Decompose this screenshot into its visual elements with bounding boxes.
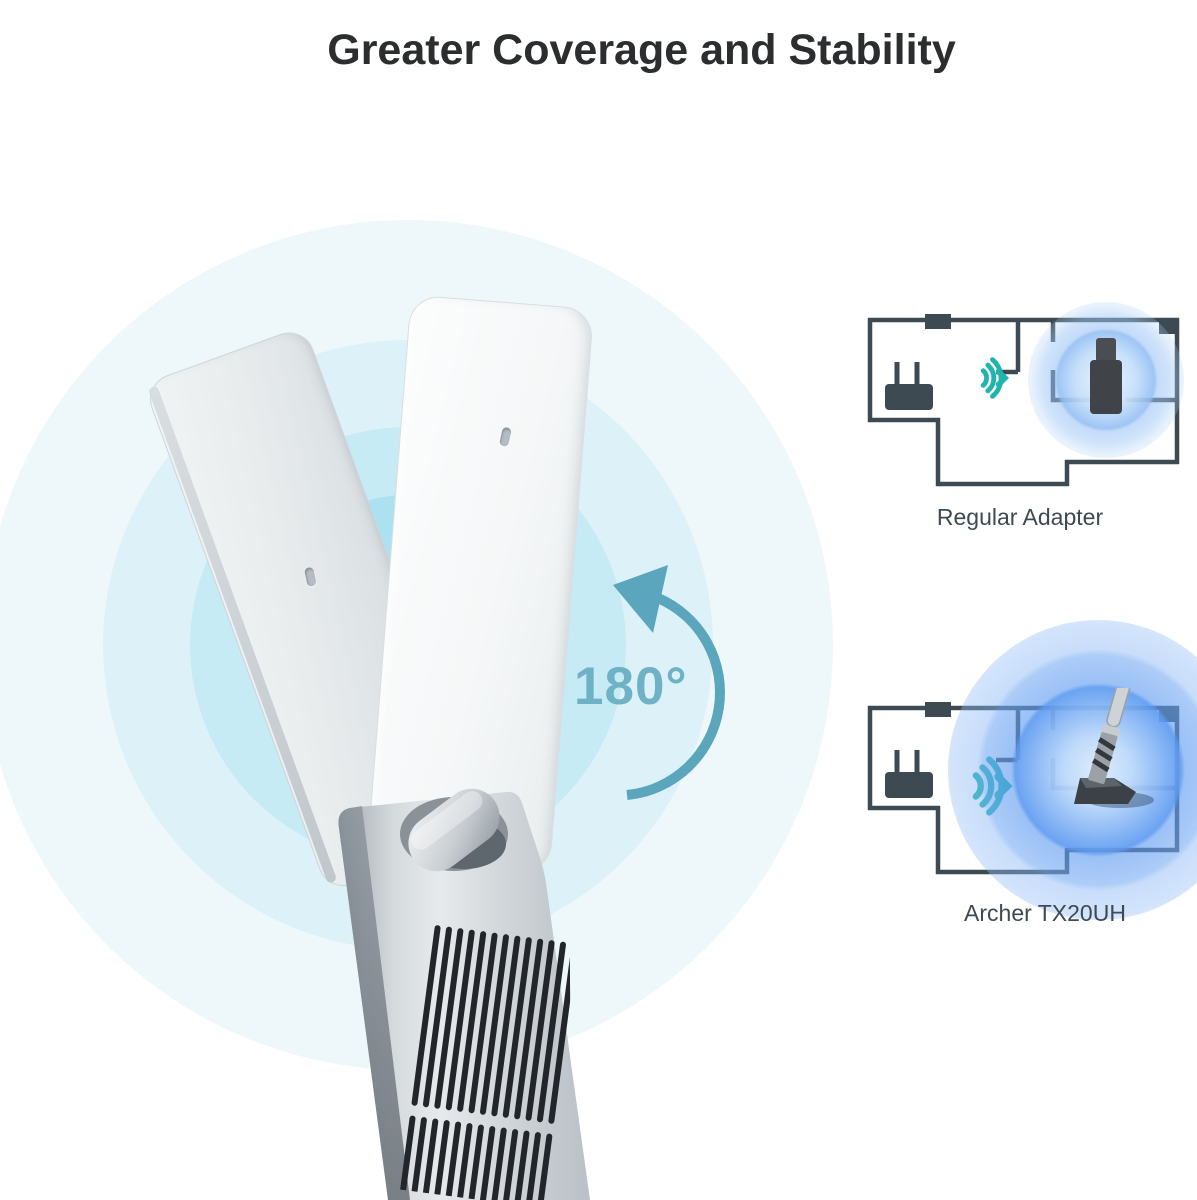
vent-slots xyxy=(398,925,578,1200)
rotation-angle-label: 180° xyxy=(574,657,688,716)
column xyxy=(925,314,951,329)
hinge xyxy=(400,788,508,872)
regular-adapter-diagram: Regular Adapter xyxy=(855,302,1185,530)
column xyxy=(925,702,951,717)
antenna-dimple xyxy=(498,426,512,448)
diagram-label-regular: Regular Adapter xyxy=(936,504,1104,530)
wifi-signal-icon xyxy=(980,357,1009,399)
diagram-label-archer: Archer TX20UH xyxy=(964,900,1126,926)
antenna-dimple xyxy=(303,566,317,588)
column xyxy=(1159,320,1177,334)
archer-adapter-diagram: Archer TX20UH xyxy=(855,620,1197,926)
rotation-arrow-icon xyxy=(525,545,755,815)
floorplan-svg xyxy=(867,314,1180,487)
column xyxy=(1159,708,1177,722)
docked-adapter-icon xyxy=(1074,688,1154,808)
adapter-body xyxy=(318,786,610,1200)
router-icon xyxy=(885,750,933,798)
page-title: Greater Coverage and Stability xyxy=(327,25,956,74)
wifi-signal-icon xyxy=(972,756,1013,816)
body-side-edge xyxy=(338,806,410,1200)
router-icon xyxy=(885,362,933,410)
usb-adapter-icon xyxy=(1090,338,1122,414)
